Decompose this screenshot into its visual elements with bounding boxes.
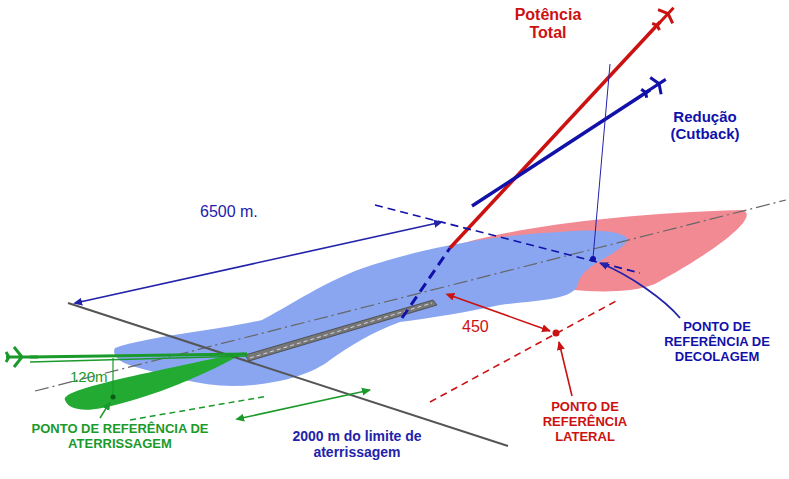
dimension-label: 6500 m. (200, 203, 280, 221)
dimension-6500 (80, 222, 442, 302)
takeoff-point (590, 256, 596, 262)
reference-label: PONTO DE REFERÊNCIA DE ATERRISSAGEM (2, 422, 238, 452)
dimension-label: 120m (70, 368, 112, 385)
leader-lateral (559, 342, 572, 396)
height-line (593, 64, 610, 258)
reference-label: PONTO DE REFERÊNCIA DE DECOLAGEM (648, 320, 786, 365)
mode-label: Redução (Cutback) (640, 108, 770, 143)
full-power-path (450, 22, 660, 248)
aircraft-icon (649, 1, 681, 34)
leader-landing (100, 402, 110, 418)
dimension-2000 (242, 390, 370, 418)
approach-ground (30, 356, 247, 362)
reference-label: PONTO DE REFERÊNCIA LATERAL (525, 400, 645, 445)
landing-point (111, 395, 116, 400)
lateral-point (553, 330, 560, 337)
height-line (112, 358, 113, 396)
aircraft-icon (638, 71, 671, 102)
ground-roll (402, 248, 450, 318)
lateral-line (430, 300, 618, 402)
runway (245, 300, 437, 361)
title-label: Potência Total (500, 6, 596, 43)
aircraft-icon (6, 347, 38, 367)
dimension-label: 450 (462, 318, 502, 336)
runway-centre (250, 303, 432, 358)
dimension-label: 2000 m do limite de aterrissagem (282, 428, 432, 460)
runway-axis (35, 200, 786, 391)
cutback-footprint (114, 230, 628, 386)
cutback-path (472, 90, 650, 206)
leader-takeoff (600, 263, 680, 318)
